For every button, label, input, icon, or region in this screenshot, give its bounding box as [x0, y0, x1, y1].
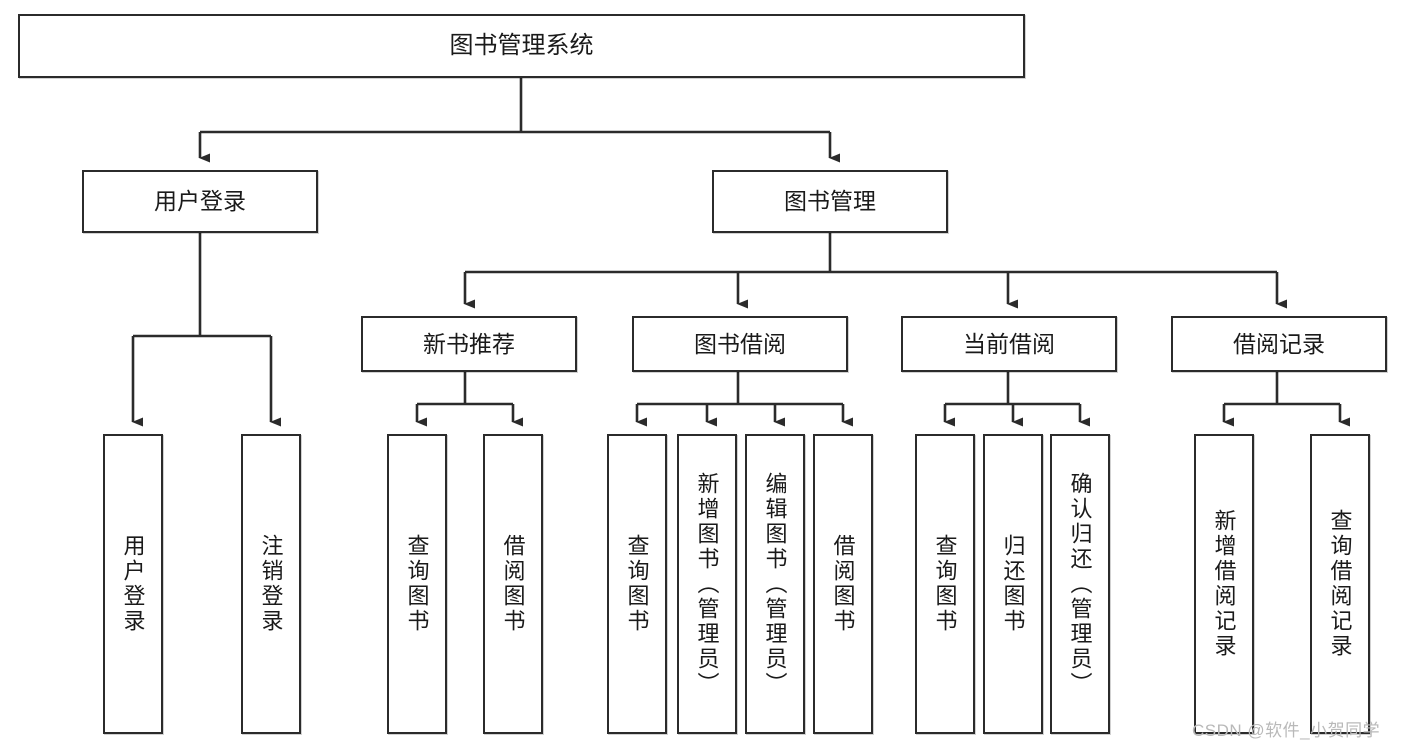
- node-leaf-add-book-label: 新增图书（管理员）: [694, 471, 720, 697]
- node-current-borrow[interactable]: 当前借阅: [901, 316, 1117, 372]
- node-leaf-add-book[interactable]: 新增图书（管理员）: [677, 434, 737, 734]
- node-leaf-query-book-2-label: 查询图书: [624, 534, 650, 634]
- node-leaf-borrow-book-2-label: 借阅图书: [830, 534, 856, 634]
- node-leaf-query-book-3-label: 查询图书: [932, 534, 958, 634]
- node-leaf-edit-book-label: 编辑图书（管理员）: [762, 471, 788, 697]
- node-book-manage-label: 图书管理: [784, 188, 876, 215]
- node-leaf-add-record[interactable]: 新增借阅记录: [1194, 434, 1254, 734]
- node-leaf-borrow-book-2[interactable]: 借阅图书: [813, 434, 873, 734]
- node-leaf-borrow-book-1-label: 借阅图书: [500, 534, 526, 634]
- csdn-watermark: CSDN @软件_小贺同学: [1192, 721, 1381, 740]
- node-new-book-recommend[interactable]: 新书推荐: [361, 316, 577, 372]
- node-borrow-record-label: 借阅记录: [1233, 330, 1325, 357]
- node-leaf-return-book[interactable]: 归还图书: [983, 434, 1043, 734]
- node-book-borrow-label: 图书借阅: [694, 330, 786, 357]
- node-current-borrow-label: 当前借阅: [963, 330, 1055, 357]
- node-leaf-add-record-label: 新增借阅记录: [1211, 509, 1237, 659]
- node-leaf-query-book-3[interactable]: 查询图书: [915, 434, 975, 734]
- node-leaf-query-record-label: 查询借阅记录: [1327, 509, 1353, 659]
- node-book-manage[interactable]: 图书管理: [712, 170, 948, 233]
- node-leaf-user-login[interactable]: 用户登录: [103, 434, 163, 734]
- node-leaf-confirm-return[interactable]: 确认归还（管理员）: [1050, 434, 1110, 734]
- node-user-login-label: 用户登录: [154, 188, 246, 215]
- node-new-book-recommend-label: 新书推荐: [423, 330, 515, 357]
- node-leaf-query-book-1[interactable]: 查询图书: [387, 434, 447, 734]
- node-root[interactable]: 图书管理系统: [18, 14, 1025, 78]
- node-root-label: 图书管理系统: [449, 32, 594, 60]
- node-leaf-return-book-label: 归还图书: [1000, 534, 1026, 634]
- node-leaf-confirm-return-label: 确认归还（管理员）: [1067, 471, 1093, 697]
- node-leaf-query-book-2[interactable]: 查询图书: [607, 434, 667, 734]
- node-leaf-query-record[interactable]: 查询借阅记录: [1310, 434, 1370, 734]
- node-leaf-query-book-1-label: 查询图书: [404, 534, 430, 634]
- node-leaf-edit-book[interactable]: 编辑图书（管理员）: [745, 434, 805, 734]
- node-book-borrow[interactable]: 图书借阅: [632, 316, 848, 372]
- node-leaf-borrow-book-1[interactable]: 借阅图书: [483, 434, 543, 734]
- node-borrow-record[interactable]: 借阅记录: [1171, 316, 1387, 372]
- node-leaf-logout-login[interactable]: 注销登录: [241, 434, 301, 734]
- node-leaf-logout-login-label: 注销登录: [258, 534, 284, 634]
- node-user-login[interactable]: 用户登录: [82, 170, 318, 233]
- node-leaf-user-login-label: 用户登录: [120, 534, 146, 634]
